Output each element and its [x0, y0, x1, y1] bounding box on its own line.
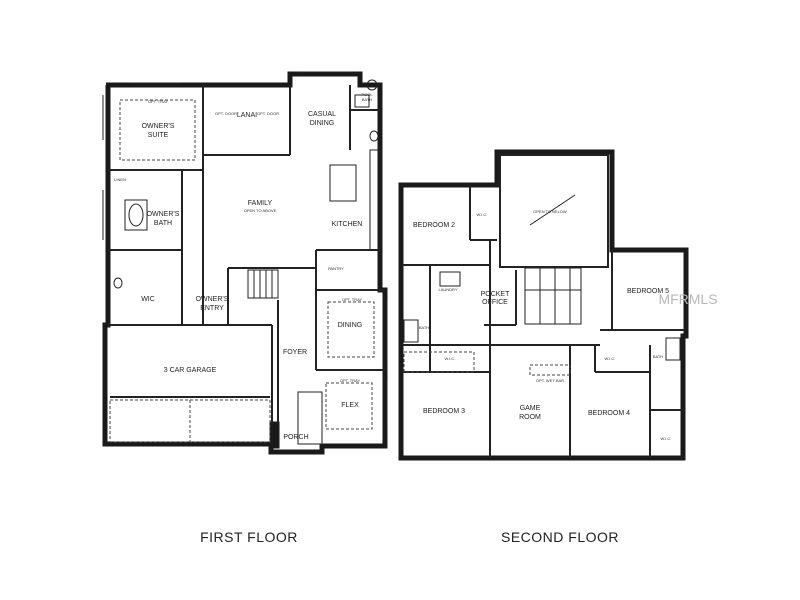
- foyer-label: FOYER: [283, 349, 307, 356]
- bedroom4-label: BEDROOM 4: [588, 410, 630, 417]
- owners-bath-label: OWNER'S: [147, 211, 180, 218]
- owners-suite-tray-label: OPT. TRAY: [148, 99, 169, 104]
- garage-label: 3 CAR GARAGE: [164, 367, 217, 374]
- watermark: MFRMLS: [658, 291, 717, 307]
- bedroom2-label: BEDROOM 2: [413, 222, 455, 229]
- kitchen-island: [329, 164, 357, 202]
- opt-wet-bar-label: OPT. WET BAR: [536, 378, 564, 383]
- pool-bath-label: POOL: [361, 92, 373, 97]
- bath-left-label: BATH: [419, 325, 429, 330]
- second-floor-stairs: [524, 267, 582, 325]
- wic-label: WIC: [141, 296, 155, 303]
- first-floor-stairs: [247, 269, 279, 299]
- pool-bath-label-2: BATH: [362, 97, 372, 102]
- dining-tray: [327, 301, 375, 358]
- flex-tray: [325, 382, 373, 430]
- first-floor-interior-walls: [108, 85, 385, 424]
- owners-bath-tub: [124, 199, 148, 231]
- wic-b5-label: W.I.C.: [661, 436, 672, 441]
- owners-suite-label: OWNER'S: [142, 123, 175, 130]
- first-floor-outer-wall: [102, 71, 388, 455]
- owners-suite-label-2: SUITE: [148, 132, 169, 139]
- first-floor-windows: [102, 71, 388, 430]
- casual-dining-label: CASUAL: [308, 111, 336, 118]
- owners-entry-label-2: ENTRY: [200, 305, 224, 312]
- owners-entry-label: OWNER'S: [196, 296, 229, 303]
- pocket-office-label-2: OFFICE: [482, 299, 508, 306]
- second-floor-outer-wall: [398, 149, 689, 461]
- open-to-below-area: [499, 154, 609, 268]
- wic-b2-label: W.I.C.: [477, 212, 488, 217]
- lanai-label: LANAI: [237, 112, 257, 119]
- bath-right-label: BATH: [653, 354, 663, 359]
- lanai-opt-door-right: OPT. DOOR: [257, 111, 279, 116]
- second-floor-interior-walls: [401, 185, 686, 458]
- casual-dining-label-2: DINING: [310, 120, 335, 127]
- owners-suite-tray: [119, 99, 196, 161]
- opt-wet-bar: [529, 364, 571, 376]
- kitchen-counter: [369, 149, 381, 251]
- pantry-label: PANTRY: [328, 266, 344, 271]
- flex-tray-label: OPT. TRAY: [340, 378, 361, 383]
- pocket-office-label: POCKET: [481, 291, 511, 298]
- lanai-opt-door-left: OPT. DOOR: [215, 111, 237, 116]
- second-floor-caption: SECOND FLOOR: [501, 529, 619, 545]
- laundry-label: LAUNDRY: [438, 287, 457, 292]
- flex-label: FLEX: [341, 402, 359, 409]
- dining-label: DINING: [338, 322, 363, 329]
- porch-label: PORCH: [283, 434, 308, 441]
- kitchen-label: KITCHEN: [332, 221, 363, 228]
- dining-tray-label: OPT. TRAY: [342, 297, 363, 302]
- open-to-above-label: OPEN TO ABOVE: [244, 208, 277, 213]
- game-room-label: GAME: [520, 405, 541, 412]
- second-floor-plan: BEDROOM 2 W.I.C. OPEN TO BELOW BEDROOM 5…: [398, 149, 689, 461]
- wic-b4-label: W.I.C.: [605, 356, 616, 361]
- bedroom5-label: BEDROOM 5: [627, 288, 669, 295]
- wic-b3-label: W.I.C.: [445, 356, 456, 361]
- first-floor-caption: FIRST FLOOR: [200, 529, 298, 545]
- family-label: FAMILY: [248, 200, 273, 207]
- linen-label: LINEN: [114, 177, 126, 182]
- game-room-label-2: ROOM: [519, 414, 541, 421]
- open-to-below-label: OPEN TO BELOW: [533, 209, 567, 214]
- bedroom3-label: BEDROOM 3: [423, 408, 465, 415]
- first-floor-plan: OPT. TRAY OWNER'S SUITE LANAI OPT. DOOR …: [102, 71, 388, 455]
- owners-bath-label-2: BATH: [154, 220, 172, 227]
